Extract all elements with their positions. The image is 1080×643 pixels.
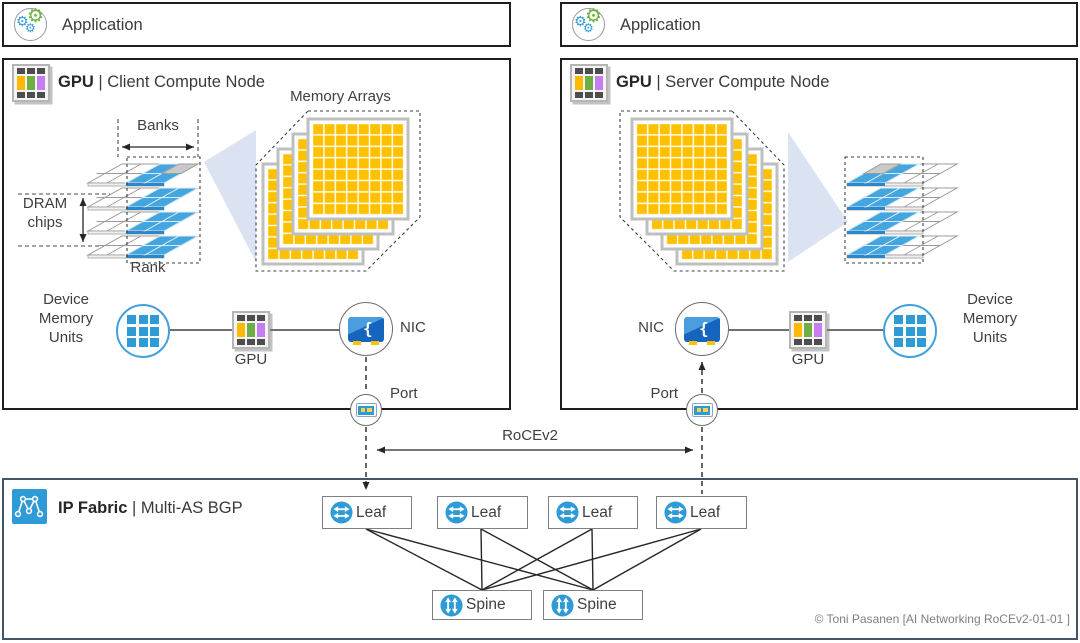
port-icon	[350, 394, 382, 426]
network-card-icon: {	[339, 302, 393, 356]
application-label-right: Application	[620, 16, 701, 34]
switch-horizontal-arrows-icon	[664, 501, 687, 524]
dram-chips-label: DRAM chips	[22, 195, 68, 231]
switch-horizontal-arrows-icon	[330, 501, 353, 524]
copyright-text: © Toni Pasanen [AI Networking RoCEv2-01-…	[814, 612, 1070, 626]
leaf-switch-2: Leaf	[437, 496, 528, 529]
application-box-right	[560, 2, 1078, 47]
gpu-chip-icon	[789, 311, 827, 349]
rank-label: Rank	[130, 259, 166, 276]
gears-icon: ⚙ ⚙ ⚙	[14, 7, 47, 41]
gears-icon: ⚙ ⚙ ⚙	[572, 7, 605, 41]
fabric-title: IP Fabric | Multi-AS BGP	[58, 499, 243, 517]
application-box-left	[2, 2, 511, 47]
server-node-title: GPU | Server Compute Node	[616, 73, 830, 91]
client-compute-node-box	[2, 58, 511, 410]
dram-layers	[86, 163, 200, 259]
network-graph-icon	[12, 489, 47, 524]
memory-arrays-left	[255, 110, 421, 272]
memory-grid-icon	[883, 304, 937, 358]
gpu-chip-icon	[232, 311, 270, 349]
zoom-cone-right	[788, 132, 848, 262]
dram-stack-left	[18, 119, 201, 264]
leaf-switch-3: Leaf	[548, 496, 638, 529]
rocev2-link-label: RoCEv2	[502, 427, 558, 444]
nic-label-right: NIC	[638, 319, 664, 336]
rank-selection	[126, 156, 201, 264]
memory-arrays-right	[619, 110, 785, 272]
memory-grid-icon	[116, 304, 170, 358]
port-label-left: Port	[390, 385, 418, 402]
dram-layers	[845, 163, 959, 259]
spine-switch-2: Spine	[543, 590, 643, 620]
switch-vertical-arrows-icon	[551, 593, 574, 617]
port-icon	[686, 394, 718, 426]
client-node-title: GPU | Client Compute Node	[58, 73, 265, 91]
dram-stack-right	[844, 156, 959, 264]
switch-horizontal-arrows-icon	[445, 501, 468, 524]
banks-label: Banks	[137, 117, 179, 134]
spine-switch-1: Spine	[432, 590, 532, 620]
zoom-cone-left	[204, 130, 256, 262]
memory-arrays-label: Memory Arrays	[290, 88, 391, 105]
gpu-chip-icon	[12, 64, 50, 102]
gpu-chip-icon	[570, 64, 608, 102]
gpu-label-left: GPU	[234, 351, 268, 368]
device-memory-label-right: Device Memory Units	[962, 291, 1018, 346]
nic-label-left: NIC	[400, 319, 426, 336]
switch-vertical-arrows-icon	[440, 593, 463, 617]
memory-arrays-outline	[255, 110, 421, 272]
application-label-left: Application	[62, 16, 143, 34]
leaf-switch-4: Leaf	[656, 496, 747, 529]
port-label-right: Port	[650, 385, 678, 402]
network-card-icon: {	[675, 302, 729, 356]
switch-horizontal-arrows-icon	[556, 501, 579, 524]
gpu-label-right: GPU	[791, 351, 825, 368]
leaf-switch-1: Leaf	[322, 496, 412, 529]
rank-selection	[844, 156, 924, 264]
device-memory-label-left: Device Memory Units	[38, 291, 94, 346]
